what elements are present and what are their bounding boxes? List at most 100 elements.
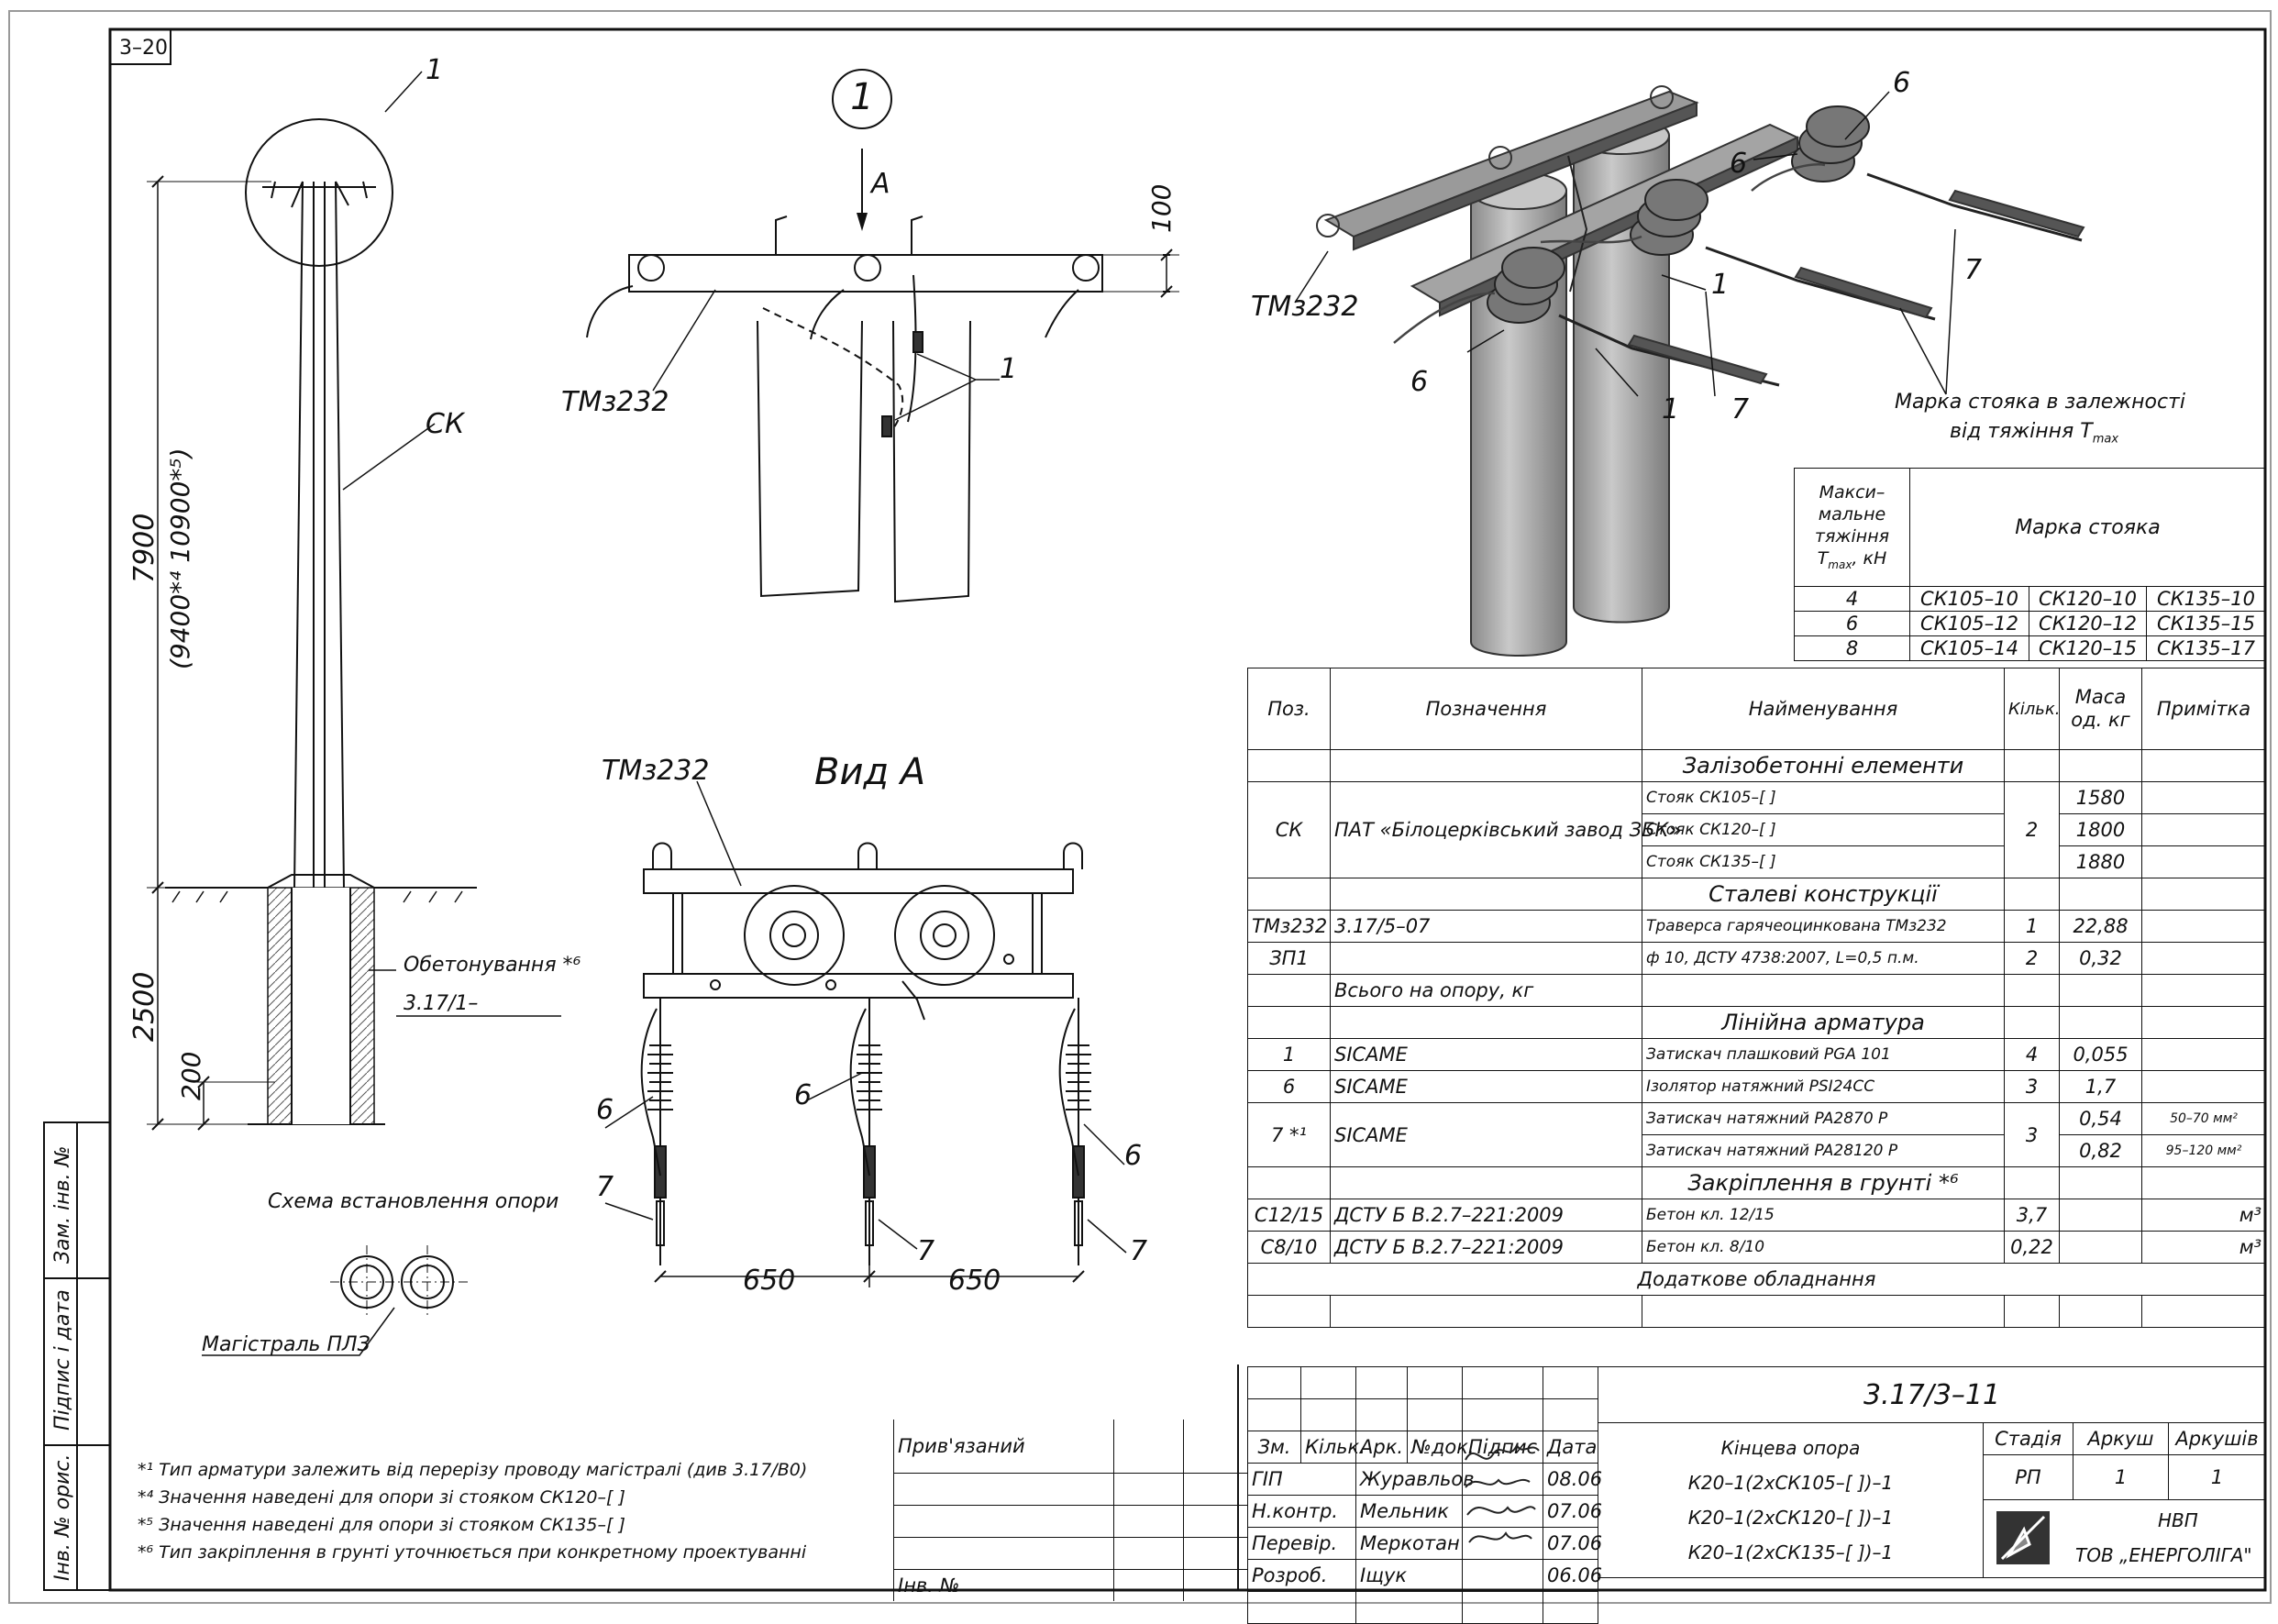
spec-cell: Стояк СК135–[ ]: [1642, 845, 2005, 878]
stage-head: Стадія: [1983, 1422, 2073, 1455]
sheets-value: 1: [2167, 1454, 2267, 1500]
note-6: *⁶ Тип закріплення в грунті уточнюється …: [138, 1542, 807, 1563]
stamp-person: Меркотан: [1355, 1527, 1463, 1560]
spec-cell: ДСТУ Б В.2.7–221:2009: [1330, 1199, 1642, 1232]
sheet-head: Аркуш: [2073, 1422, 2169, 1455]
view-a-callout-6c: 6: [1124, 1140, 1143, 1172]
stamp-head: Арк.: [1355, 1431, 1408, 1464]
spec-cell: ЗП1: [1247, 942, 1331, 975]
org-logo-icon: [1996, 1511, 2050, 1564]
spec-cell: 4: [2004, 1038, 2060, 1071]
spec-cell: Затискач натяжний PA28120 P: [1642, 1134, 2005, 1167]
spec-cell: Стояк СК105–[ ]: [1642, 781, 2005, 814]
spec-cell: Стояк СК120–[ ]: [1642, 813, 2005, 846]
sheet-value: 1: [2073, 1454, 2169, 1500]
stamp-head: №док.: [1407, 1431, 1475, 1464]
isometric-render: [1294, 85, 2085, 657]
spec-cell: 95–120 мм²: [2141, 1134, 2266, 1167]
spec-cell: SICAME: [1330, 1070, 1642, 1103]
view-a-callout-7c: 7: [1130, 1235, 1148, 1267]
mark-cell: СК120–10: [2029, 586, 2147, 612]
scheme-title: Схема встановлення опори: [268, 1190, 559, 1213]
iso-callout-6c: 6: [1893, 67, 1911, 99]
view-a-traverse: ТМз232: [602, 755, 710, 787]
iso-callout-7b: 7: [1964, 254, 1983, 286]
mark-cell: СК105–10: [1909, 586, 2029, 612]
spec-table: Поз. Позначення Найменування Кільк. Маса…: [1247, 668, 2266, 1328]
spec-cell: Бетон кл. 12/15: [1642, 1199, 2005, 1232]
spec-cell: 7 *¹: [1247, 1102, 1331, 1167]
signature: [1462, 1527, 1543, 1560]
mark-head-right: Марка стояка: [1909, 468, 2266, 587]
spec-cell: Затискач плашковий PGA 101: [1642, 1038, 2005, 1071]
stamp-head: Підпис: [1462, 1431, 1543, 1464]
dim-200: 200: [176, 1051, 206, 1100]
iso-traverse: ТМз232: [1251, 291, 1359, 323]
iso-callout-1b: 1: [1662, 393, 1680, 425]
iso-callout-1a: 1: [1711, 269, 1730, 301]
spec-cell: SICAME: [1330, 1038, 1642, 1071]
view-a-drawing: [604, 780, 1127, 1287]
stamp-date: 07.06: [1543, 1527, 1602, 1560]
spec-cell: 1,7: [2059, 1070, 2142, 1103]
mark-cell: СК120–15: [2029, 635, 2147, 661]
stamp-head: Кільк.: [1300, 1431, 1366, 1464]
spec-cell: 0,54: [2059, 1102, 2142, 1135]
spec-cell: м³: [2141, 1231, 2266, 1264]
spec-section: Лінійна арматура: [1642, 1006, 2005, 1039]
detail-traverse-label: ТМз232: [561, 386, 669, 418]
main-line-label: Магістраль ПЛЗ: [202, 1333, 370, 1356]
spec-cell: Траверса гарячеоцинкована ТМз232: [1642, 910, 2005, 943]
sheet-format: 3–20: [119, 37, 168, 60]
view-a-dim-1: 650: [743, 1265, 796, 1297]
detail-callout-1: 1: [1000, 353, 1018, 385]
spec-cell: 50–70 мм²: [2141, 1102, 2266, 1135]
spec-cell: Ізолятор натяжний PSI24CC: [1642, 1070, 2005, 1103]
spec-cell: 1880: [2059, 845, 2142, 878]
spec-cell: Всього на опору, кг: [1330, 974, 1642, 1007]
pole-label-sk: СК: [426, 408, 465, 440]
view-a-callout-6b: 6: [794, 1079, 813, 1111]
privyazanyi-label: Прив'язаний: [893, 1420, 1114, 1474]
spec-header: Маса од. кг: [2059, 668, 2142, 750]
mark-cell: 8: [1794, 635, 1910, 661]
spec-cell: СК: [1247, 781, 1331, 878]
pole-callout-1: 1: [426, 54, 444, 86]
stamp-date: 07.06: [1543, 1495, 1602, 1528]
spec-cell: ф 10, ДСТУ 4738:2007, L=0,5 п.м.: [1642, 942, 2005, 975]
spec-cell: [2141, 1038, 2266, 1071]
dim-7900: 7900: [128, 513, 160, 583]
note-5: *⁵ Значення наведені для опори зі стояко…: [138, 1515, 625, 1535]
spec-cell: 6: [1247, 1070, 1331, 1103]
stamp-role: Н.контр.: [1247, 1495, 1356, 1528]
org-name-2: ТОВ „ЕНЕРГОЛІГА": [2075, 1544, 2252, 1566]
left-strip-inv: Інв. № орис.: [51, 1453, 74, 1581]
spec-cell: 3.17/5–07: [1330, 910, 1642, 943]
spec-header: Найменування: [1642, 668, 2005, 750]
org-cell: НВП ТОВ „ЕНЕРГОЛІГА": [1982, 1499, 2267, 1578]
stamp-date: 08.06: [1543, 1463, 1602, 1496]
stamp-role: Перевір.: [1247, 1527, 1356, 1560]
spec-cell: 3: [2004, 1070, 2060, 1103]
mark-caption-1: Марка стояка в залежності: [1895, 391, 2185, 414]
org-name-1: НВП: [2158, 1509, 2198, 1531]
concrete-label: Обетонування *⁶: [404, 954, 581, 977]
mark-cell: СК120–12: [2029, 611, 2147, 636]
spec-cell: [2059, 1199, 2142, 1232]
spec-cell: 3: [2004, 1102, 2060, 1167]
mark-cell: СК135–10: [2146, 586, 2266, 612]
spec-cell: 0,055: [2059, 1038, 2142, 1071]
concrete-ref: 3.17/1–: [404, 992, 479, 1015]
detail-circle-label: 1: [850, 76, 874, 118]
sheets-head: Аркушів: [2167, 1422, 2267, 1455]
inv-label: Інв. №: [893, 1569, 1114, 1601]
spec-cell: 0,82: [2059, 1134, 2142, 1167]
signature: [1462, 1495, 1543, 1528]
spec-cell: м³: [2141, 1199, 2266, 1232]
spec-header: Примітка: [2141, 668, 2266, 750]
stamp-date: 06.06: [1543, 1559, 1602, 1592]
iso-callout-6b: 6: [1730, 148, 1748, 180]
spec-cell: Бетон кл. 8/10: [1642, 1231, 2005, 1264]
